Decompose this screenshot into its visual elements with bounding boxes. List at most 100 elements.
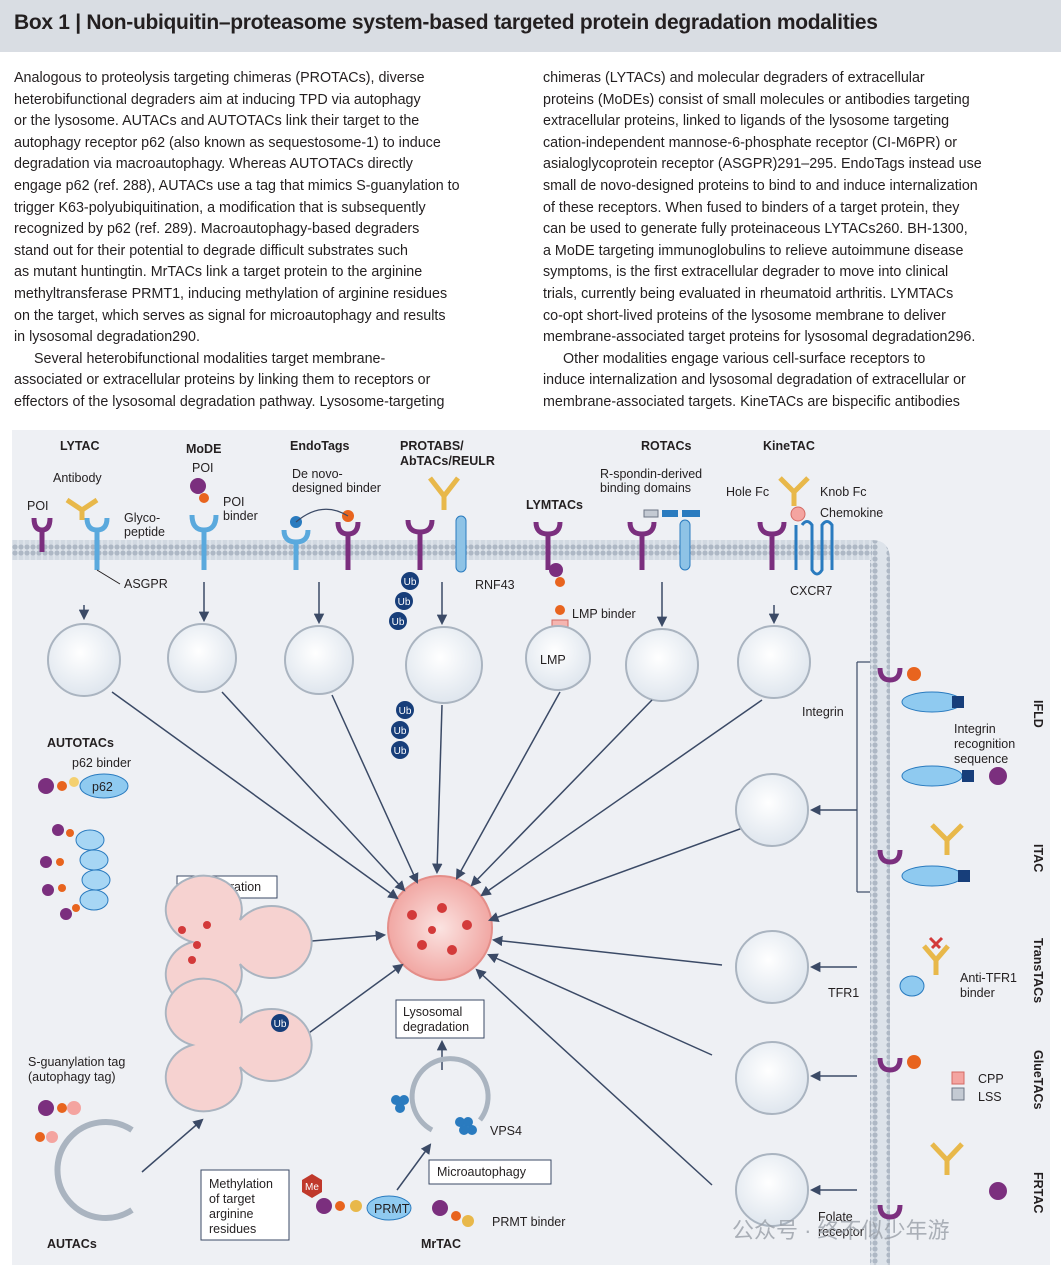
- kinetac-label: KineTAC: [763, 439, 815, 453]
- tpd-diagram: LYTAC MoDE EndoTags PROTABS/ AbTACs/REUL…: [12, 439, 1045, 1265]
- rnf43-shape: [455, 515, 467, 573]
- gluetac-endosome: [735, 1041, 809, 1115]
- asgpr-shape: [84, 517, 110, 570]
- target-label: of target: [209, 1192, 255, 1206]
- integrin-endosome: [735, 773, 809, 847]
- text-line: in lysosomal degradation290.: [14, 329, 200, 346]
- central-lysosome: [387, 875, 493, 981]
- svg-text:Ub: Ub: [392, 617, 405, 628]
- frtac-endosome: [735, 1153, 809, 1227]
- ub-label: Ub: [274, 1019, 287, 1030]
- text-line: cation-independent mannose-6-phosphate r…: [543, 134, 958, 151]
- text-line: Several heterobifunctional modalities ta…: [34, 350, 386, 367]
- knob-fc-label: Knob Fc: [820, 485, 867, 499]
- text-line: asialoglycoprotein receptor (ASGPR)291–2…: [543, 156, 982, 173]
- mrtac-label: MrTAC: [421, 1237, 461, 1251]
- watermark: 公众号 · 终不似少年游: [732, 1218, 950, 1243]
- gluetacs-label: GlueTACs: [1031, 1050, 1045, 1110]
- protabs-endosome: [405, 626, 483, 704]
- lmp-binder-label: LMP binder: [572, 607, 636, 621]
- rotacs-label: ROTACs: [641, 439, 692, 453]
- lymtacs-label: LYMTACs: [526, 498, 583, 512]
- endotags-label: EndoTags: [290, 439, 350, 453]
- left-column: Analogous to proteolysis targeting chime…: [14, 68, 519, 414]
- figure-panel: LYTAC MoDE EndoTags PROTABS/ AbTACs/REUL…: [12, 430, 1050, 1265]
- poi-ball: [190, 478, 206, 494]
- poi-binder-label: POI: [223, 495, 245, 509]
- svg-text:Ub: Ub: [398, 597, 411, 608]
- frtac-label: FRTAC: [1031, 1172, 1045, 1213]
- text-line: as mutant huntingtin. MrTACs link a targ…: [14, 264, 423, 281]
- protab-poi: [405, 519, 435, 570]
- right-column: chimeras (LYTACs) and molecular degrader…: [543, 68, 1048, 414]
- svg-text:Ub: Ub: [394, 726, 407, 737]
- lysosome-invagination: [409, 1056, 491, 1133]
- protab-antibody: [428, 476, 460, 510]
- lss-label: LSS: [978, 1090, 1002, 1104]
- text-line: recognized by p62 (ref. 289). Macroautop…: [14, 221, 420, 238]
- text-line: of these receptors. When fused to binder…: [543, 199, 960, 216]
- mode-label: MoDE: [186, 442, 221, 456]
- text-line: trials, currently being evaluated in rhe…: [543, 285, 954, 302]
- vps4-label: VPS4: [490, 1124, 522, 1138]
- text-line: can be used to generate fully proteinace…: [543, 221, 968, 238]
- poi-label: POI: [27, 499, 49, 513]
- box-title: Box 1 | Non-ubiquitin–proteasome system-…: [14, 11, 878, 34]
- lysosomal-degradation-box: [395, 999, 485, 1039]
- vps4-complex: [391, 1095, 477, 1135]
- lytac-endosome: [47, 623, 121, 697]
- methylation-label: Methylation: [209, 1177, 273, 1191]
- text-line: methyltransferase PRMT1, inducing methyl…: [14, 285, 448, 302]
- text-line: Analogous to proteolysis targeting chime…: [14, 70, 425, 86]
- guanylation-label: S-guanylation tag: [28, 1055, 125, 1069]
- kinetac-antibody: [778, 476, 810, 506]
- degradation-label: degradation: [403, 1020, 469, 1034]
- degraded-fragments: [407, 903, 472, 955]
- mode-poi-label: POI: [192, 461, 214, 475]
- protabs-label: PROTABS/: [400, 439, 464, 453]
- lytac-label: LYTAC: [60, 439, 100, 453]
- sequence-label: sequence: [954, 752, 1008, 766]
- text-line: chimeras (LYTACs) and molecular degrader…: [543, 70, 925, 86]
- text-line: membrane-associated targets. KineTACs ar…: [543, 393, 960, 410]
- rotac-poi: [627, 521, 657, 570]
- p62-binder-label: p62 binder: [72, 756, 131, 770]
- transtac-endosome: [735, 930, 809, 1004]
- arginine-label: arginine: [209, 1207, 254, 1221]
- folate-label: Folate: [818, 1210, 853, 1224]
- autac-fusion: [164, 977, 313, 1113]
- chemokine-label: Chemokine: [820, 506, 883, 520]
- itac-label: ITAC: [1031, 844, 1045, 872]
- left-paragraph-1: Analogous to proteolysis targeting chime…: [14, 68, 519, 349]
- poi-binder-label-2: binder: [223, 509, 258, 523]
- svg-text:Ub: Ub: [399, 706, 412, 717]
- text-line: induce internalization and lysosomal deg…: [543, 372, 966, 389]
- autotacs-label: AUTOTACs: [47, 736, 114, 750]
- p62-shape: [79, 773, 129, 799]
- svg-text:Ub: Ub: [394, 746, 407, 757]
- mode-receptor: [189, 514, 219, 570]
- svg-text:Ub: Ub: [404, 577, 417, 588]
- abtacs-label: AbTACs/REULR: [400, 454, 495, 468]
- text-line: a MoDE targeting immunoglobulins to reli…: [543, 242, 964, 259]
- text-line: Other modalities engage various cell-sur…: [563, 350, 926, 367]
- ifld-constructs: [877, 667, 1007, 787]
- rotacs-endosome: [625, 628, 699, 702]
- phagophore: [54, 1119, 134, 1221]
- text-line: engage p62 (ref. 288), AUTACs use a tag …: [14, 177, 460, 194]
- text-line: autophagy receptor p62 (also known as se…: [14, 134, 441, 151]
- plasma-membrane-right: [870, 540, 890, 1265]
- asgpr-label: ASGPR: [124, 577, 168, 591]
- residues-label: residues: [209, 1222, 256, 1236]
- left-paragraph-2: Several heterobifunctional modalities ta…: [14, 349, 519, 414]
- antibody-label: Antibody: [53, 471, 102, 485]
- lymtac-poi: [533, 521, 563, 570]
- transtac-antibody: [922, 944, 950, 975]
- microautophagy-label: Microautophagy: [437, 1165, 527, 1179]
- text-line: trigger K63-polyubiquitination, a modifi…: [14, 199, 426, 216]
- text-line: associated or extracellular proteins by …: [14, 372, 431, 389]
- methylation-box: [200, 1169, 290, 1241]
- lysosomal-label: Lysosomal: [403, 1005, 462, 1019]
- chemokine-ball: [790, 506, 806, 522]
- poi-binder-ball: [199, 493, 209, 503]
